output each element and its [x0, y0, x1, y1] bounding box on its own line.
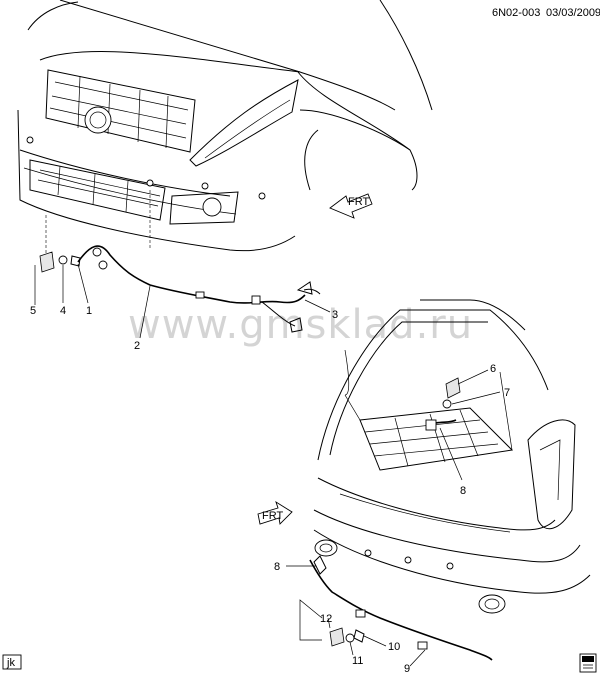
front-bumper-harness: [77, 245, 321, 333]
diagram-code: 6N02-003: [492, 7, 540, 19]
rear-direction-arrow: FRT: [257, 500, 293, 525]
callout-9: 9: [404, 663, 410, 675]
front-direction-arrow: FRT: [329, 193, 373, 219]
front-vehicle-illustration: [17, 0, 433, 255]
rear-vehicle-illustration: [313, 299, 591, 614]
callout-numbers: 5 4 1 2 3 6 7 8 8 9 10 11 12: [30, 305, 510, 675]
rear-bumper-harness: [309, 555, 493, 661]
book-icon: [579, 653, 597, 673]
callout-10: 10: [388, 641, 400, 653]
leader-lines: [34, 263, 501, 667]
callout-1: 1: [86, 305, 92, 317]
diagram-date: 03/03/2009: [546, 7, 600, 19]
frt-label-rear: FRT: [262, 510, 283, 522]
callout-6: 6: [490, 363, 496, 375]
callout-8-upper: 8: [460, 485, 466, 497]
front-sensor-assembly: [39, 251, 81, 273]
callout-3: 3: [332, 309, 338, 321]
callout-12: 12: [320, 613, 332, 625]
initials-label: jk: [6, 657, 15, 669]
callout-7: 7: [504, 387, 510, 399]
frt-label-front: FRT: [348, 196, 369, 208]
callout-8-lower: 8: [274, 561, 280, 573]
initials-box: [2, 654, 22, 670]
callout-11: 11: [352, 655, 363, 667]
watermark: www.gmsklad.ru: [128, 302, 473, 348]
rear-connector-assembly: [425, 377, 461, 431]
callout-2: 2: [134, 340, 140, 352]
callout-4: 4: [60, 305, 66, 317]
callout-5: 5: [30, 305, 36, 317]
